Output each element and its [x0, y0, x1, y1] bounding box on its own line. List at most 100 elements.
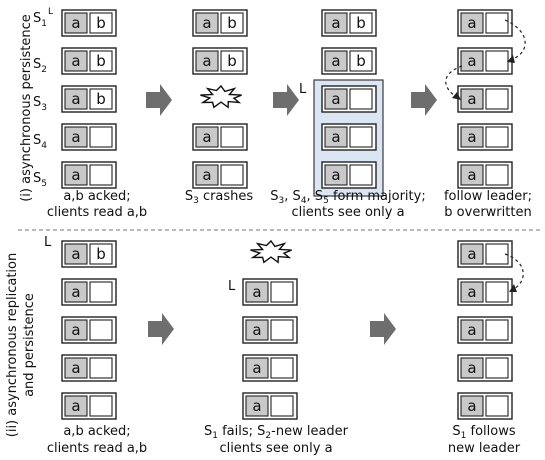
log-entry-row: a	[61, 392, 117, 420]
caption-i-4-line-1: follow leader;	[444, 189, 532, 204]
entry-label-a: a	[71, 359, 80, 377]
entry-label-a: a	[467, 90, 476, 108]
caption-ii-3-line-1: S1 follows	[452, 424, 515, 441]
entry-label-a: a	[467, 283, 476, 301]
entry-label-a: a	[467, 245, 476, 263]
entry-cell-a	[324, 50, 348, 72]
entry-cell-a	[324, 164, 348, 186]
log-entry-row	[200, 84, 242, 109]
entry-cell-a	[460, 357, 484, 379]
entry-cell-a	[195, 164, 219, 186]
entry-cell-b	[485, 126, 509, 148]
step-arrow	[146, 84, 172, 116]
log-entry-row: a	[321, 161, 377, 189]
entry-cell-a	[64, 281, 88, 303]
caption-i-1-line-2: clients read a,b	[47, 205, 147, 220]
entry-cell-a	[245, 395, 269, 417]
log-entry-row: a	[457, 85, 513, 113]
entry-cell-b	[270, 281, 294, 303]
entry-cell-b	[485, 357, 509, 379]
log-entry-row	[250, 239, 292, 264]
follow-arrow-left-head	[452, 92, 461, 100]
entry-label-b: b	[227, 14, 237, 32]
log-entry-row: a	[242, 354, 298, 382]
entry-cell-a	[324, 126, 348, 148]
log-entry-row: a	[61, 123, 117, 151]
entry-label-a: a	[331, 14, 340, 32]
entry-cell-b	[349, 126, 373, 148]
crash-icon	[250, 239, 292, 264]
log-entry-row: a	[457, 392, 513, 420]
entry-cell-a	[64, 357, 88, 379]
leader-mark-top: L	[44, 235, 52, 250]
entry-label-a: a	[467, 359, 476, 377]
entry-cell-a	[245, 281, 269, 303]
caption-i-2: S3 crashes	[185, 189, 254, 206]
entry-cell-b	[89, 126, 113, 148]
caption-i-3-line-2: clients see only a	[291, 205, 404, 220]
entry-cell-b	[89, 12, 113, 34]
entry-cell-b	[270, 357, 294, 379]
entry-label-a: a	[202, 14, 211, 32]
log-entry-row: a	[192, 123, 248, 151]
caption-i-4-line-2: b overwritten	[444, 205, 531, 220]
caption-ii-1-line-2: clients read a,b	[47, 441, 147, 456]
entry-cell-b	[485, 164, 509, 186]
log-entry-row: a	[457, 240, 513, 268]
entry-label-a: a	[331, 52, 340, 70]
step-arrow	[273, 84, 299, 116]
entry-cell-a	[460, 164, 484, 186]
log-entry-row: a	[192, 161, 248, 189]
follow-arrow-right-head	[507, 55, 515, 63]
log-entry-row: a	[61, 354, 117, 382]
entry-cell-b	[349, 12, 373, 34]
entry-label-a: a	[331, 166, 340, 184]
entry-cell-b	[220, 12, 244, 34]
entry-label-a: a	[202, 166, 211, 184]
entry-cell-b	[485, 319, 509, 341]
entry-label-b: b	[96, 245, 106, 263]
entry-cell-b	[485, 12, 509, 34]
entry-label-a: a	[71, 321, 80, 339]
entry-cell-a	[245, 357, 269, 379]
log-entry-row: a	[457, 161, 513, 189]
server-label-s3: S3	[33, 95, 47, 113]
server-label-s1: S1L	[33, 7, 53, 29]
entry-label-a: a	[202, 128, 211, 146]
entry-cell-b	[89, 319, 113, 341]
entry-cell-a	[324, 88, 348, 110]
server-label-s4: S4	[33, 133, 47, 151]
log-entry-row: a	[457, 278, 513, 306]
entry-label-a: a	[71, 283, 80, 301]
entry-label-a: a	[71, 52, 80, 70]
entry-cell-b	[485, 395, 509, 417]
entry-cell-b	[89, 164, 113, 186]
entry-label-a: a	[71, 397, 80, 415]
new-leader-mark: L	[299, 82, 307, 97]
follow-arrow-right	[504, 19, 526, 61]
entry-cell-b	[485, 88, 509, 110]
entry-cell-a	[460, 243, 484, 265]
step-arrow	[148, 313, 174, 345]
caption-i-3-line-1: S3, S4, S5 form majority;	[270, 189, 425, 206]
log-entry-row: a	[321, 123, 377, 151]
log-entry-row: a	[242, 278, 298, 306]
entry-label-a: a	[71, 14, 80, 32]
entry-label-a: a	[252, 321, 261, 339]
entry-label-b: b	[96, 52, 106, 70]
entry-cell-b	[270, 319, 294, 341]
entry-cell-b	[349, 164, 373, 186]
entry-label-a: a	[467, 128, 476, 146]
entry-label-a: a	[467, 14, 476, 32]
entry-cell-a	[64, 243, 88, 265]
entry-cell-b	[89, 281, 113, 303]
